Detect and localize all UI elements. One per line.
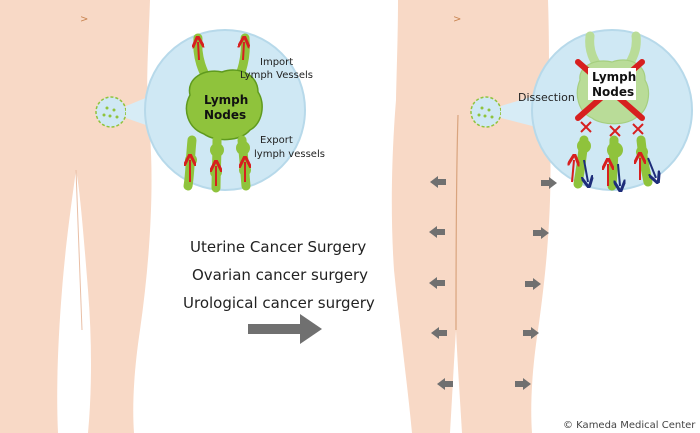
swelling-arrow-icon	[437, 378, 453, 390]
surgery-item-urological: Urological cancer surgery	[183, 294, 375, 312]
left-groin-marker	[95, 96, 127, 128]
surgery-item-ovarian: Ovarian cancer surgery	[192, 266, 368, 284]
swelling-arrow-icon	[523, 327, 539, 339]
right-zoom-connector	[501, 94, 540, 128]
right-navel-mark: >	[453, 14, 461, 25]
swelling-arrow-icon	[430, 176, 446, 188]
surgery-list: Uterine Cancer Surgery Ovarian cancer su…	[183, 238, 375, 312]
swelling-arrow-icon	[431, 327, 447, 339]
import-label-1: Import	[260, 57, 293, 68]
right-legs-shape	[391, 0, 551, 433]
before-node-label-2: Nodes	[204, 108, 246, 122]
after-node-label-2: Nodes	[592, 85, 634, 99]
swelling-arrow-icon	[541, 177, 557, 189]
swelling-arrow-icon	[525, 278, 541, 290]
dissection-label: Dissection	[518, 91, 575, 104]
left-leg-gap-line	[75, 169, 83, 331]
swelling-arrow-icon	[429, 277, 445, 289]
after-node-label-1: Lymph	[592, 70, 636, 84]
export-label-1: Export	[260, 135, 293, 146]
right-leg-gap-line	[455, 114, 459, 331]
import-label-2: Lymph Vessels	[240, 70, 313, 81]
left-navel-mark: >	[80, 14, 88, 25]
left-legs-shape	[0, 0, 152, 433]
swelling-arrow-icon	[515, 378, 531, 390]
left-body: >	[0, 0, 152, 433]
before-node-label-1: Lymph	[204, 93, 248, 107]
swelling-arrow-icon	[533, 227, 549, 239]
right-body: >	[391, 0, 551, 433]
export-label-2: lymph vessels	[254, 149, 325, 160]
swelling-arrows	[429, 176, 557, 390]
surgery-item-uterine: Uterine Cancer Surgery	[190, 238, 366, 256]
blocked-vessel-x-icons	[580, 121, 644, 137]
after-zoom-circle: Lymph Nodes	[531, 29, 693, 190]
after-node-label-box	[588, 68, 636, 100]
credit-text: © Kameda Medical Center	[563, 420, 696, 431]
swelling-arrow-icon	[429, 226, 445, 238]
transition-arrow-icon	[248, 314, 322, 344]
right-groin-marker	[470, 96, 502, 128]
before-zoom-circle: Lymph Nodes Import Lymph Vessels Export …	[144, 29, 325, 193]
before-lymph-node	[185, 69, 263, 141]
